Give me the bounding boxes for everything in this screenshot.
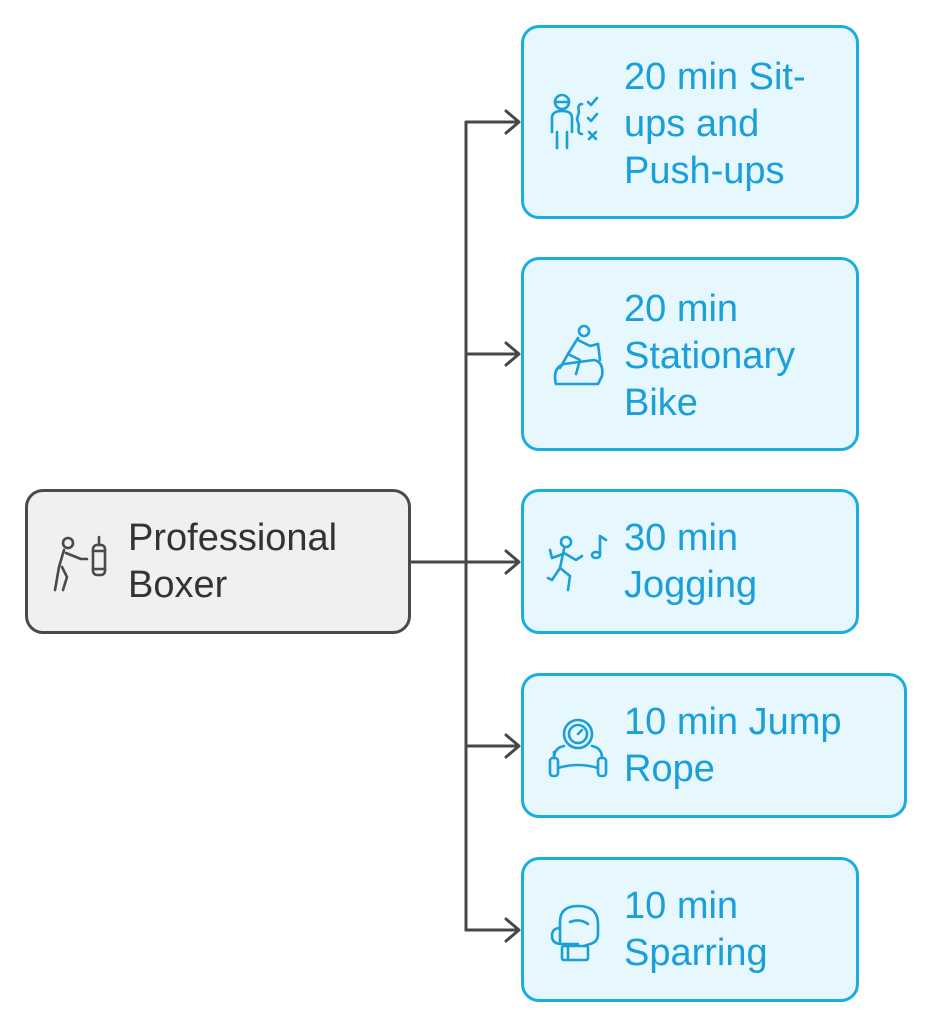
activity-label-2: 20 min Stationary Bike: [624, 288, 796, 424]
arrowhead-3: [504, 549, 521, 575]
activity-label-3: 30 min Jogging: [624, 517, 758, 606]
activity-label-5: 10 min Sparring: [624, 885, 768, 974]
activity-label-1: 20 min Sit- ups and Push-ups: [624, 56, 806, 192]
arrowhead-4: [504, 733, 521, 759]
activity-label-4: 10 min Jump Rope: [624, 701, 842, 790]
activity-node-sparring: 10 min Sparring: [521, 857, 859, 1002]
activity-node-situps-pushups: 20 min Sit- ups and Push-ups: [521, 25, 859, 219]
stationary-bike-icon: [553, 324, 604, 386]
activity-node-stationary-bike: 20 min Stationary Bike: [521, 257, 859, 451]
punching-bag-icon: [53, 535, 107, 592]
jump-rope-icon: [548, 718, 608, 778]
boxing-glove-icon: [550, 904, 600, 962]
root-label: Professional Boxer: [128, 517, 338, 606]
jogging-icon: [546, 534, 608, 592]
root-node-professional-boxer: Professional Boxer: [25, 489, 411, 634]
exercise-plan-icon: [550, 93, 599, 150]
arrowhead-1: [504, 109, 521, 135]
activity-node-jump-rope: 10 min Jump Rope: [521, 673, 907, 818]
activity-node-jogging: 30 min Jogging: [521, 489, 859, 634]
arrowhead-2: [504, 341, 521, 367]
arrowhead-5: [504, 917, 521, 943]
